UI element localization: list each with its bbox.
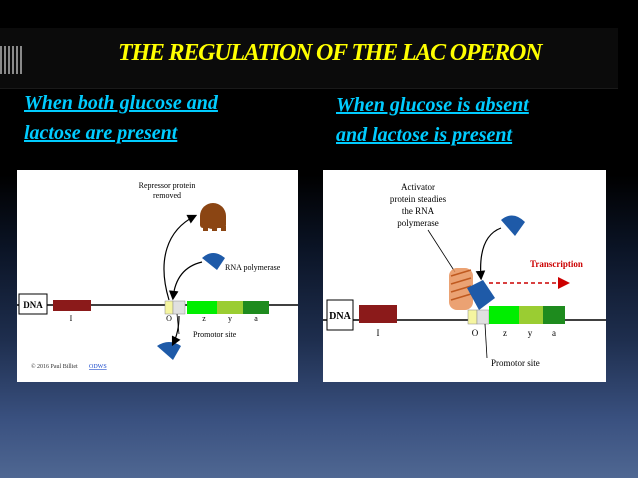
gene-y-label: y xyxy=(528,328,533,338)
gene-i-box xyxy=(53,300,91,311)
right-heading: When glucose is absent and lactose is pr… xyxy=(336,90,529,150)
operator-box xyxy=(164,300,174,315)
operator-box xyxy=(467,309,478,325)
left-heading-line2: lactose are present xyxy=(24,122,178,144)
right-diagram-panel: DNA I O z y a Activator protein steadies… xyxy=(323,170,606,382)
transcription-label: Transcription xyxy=(530,259,583,269)
gene-a-box xyxy=(243,301,269,314)
promotor-box xyxy=(476,309,490,325)
left-diagram-panel: DNA I O z y a Repressor protein removed … xyxy=(17,170,298,382)
repressor-removed-arrow xyxy=(163,214,198,301)
promotor-pointer xyxy=(484,323,488,359)
gene-o-label: O xyxy=(472,328,479,338)
copyright-link[interactable]: ODWS xyxy=(89,364,107,370)
repressor-label-line1: Repressor protein xyxy=(139,181,196,190)
promotor-label: Promotor site xyxy=(491,358,540,368)
gene-y-label: y xyxy=(228,314,232,323)
activator-label-line3: the RNA xyxy=(402,206,435,216)
gene-i-label: I xyxy=(70,314,73,323)
gene-y-box xyxy=(519,306,543,324)
title-bar xyxy=(0,28,618,89)
gene-z-box xyxy=(489,306,519,324)
activator-pointer xyxy=(427,229,456,273)
right-heading-line2: and lactose is present xyxy=(336,124,513,146)
repressor-protein-icon xyxy=(200,203,226,231)
gene-o-label: O xyxy=(166,314,172,323)
gene-y-box xyxy=(217,301,243,314)
left-heading: When both glucose and lactose are presen… xyxy=(24,88,218,148)
right-diagram: DNA I O z y a Activator protein steadies… xyxy=(323,182,606,368)
promotor-box xyxy=(172,300,186,315)
activator-protein-icon xyxy=(449,268,473,310)
promotor-pointer xyxy=(176,313,180,335)
dna-label: DNA xyxy=(23,300,43,310)
dna-box xyxy=(18,293,48,315)
dna-box xyxy=(326,299,354,331)
slide-title: THE REGULATION OF THE LAC OPERON xyxy=(118,40,542,66)
repressor-label-line2: removed xyxy=(153,191,181,200)
polymerase-fall-arrow xyxy=(171,315,181,347)
rna-polymerase-label: RNA polymerase xyxy=(225,263,281,272)
left-heading-line1: When both glucose and xyxy=(24,92,218,114)
dna-label: DNA xyxy=(329,311,351,322)
polymerase-approach-arrow xyxy=(168,261,203,301)
activator-label-line4: polymerase xyxy=(397,218,438,228)
activator-label-line1: Activator xyxy=(401,182,435,192)
left-diagram: DNA I O z y a Repressor protein removed … xyxy=(17,181,298,370)
copyright-text: © 2016 Paul Billiet xyxy=(31,363,78,370)
polymerase-binding-arrow xyxy=(475,227,502,281)
gene-z-label: z xyxy=(503,328,507,338)
gene-z-label: z xyxy=(202,314,206,323)
rna-polymerase-free-icon xyxy=(501,215,525,236)
stripes-decoration xyxy=(0,46,24,74)
rna-polymerase-icon xyxy=(202,253,225,270)
promotor-label: Promotor site xyxy=(193,330,237,339)
rna-polymerase-bottom-icon xyxy=(157,342,181,360)
gene-z-box xyxy=(187,301,217,314)
gene-a-label: a xyxy=(552,328,556,338)
gene-a-box xyxy=(543,306,565,324)
rna-polymerase-icon xyxy=(467,280,495,310)
activator-label-line2: protein steadies xyxy=(390,194,447,204)
gene-a-label: a xyxy=(254,314,258,323)
gene-i-label: I xyxy=(377,328,380,338)
right-heading-line1: When glucose is absent xyxy=(336,94,529,116)
gene-i-box xyxy=(359,305,397,323)
